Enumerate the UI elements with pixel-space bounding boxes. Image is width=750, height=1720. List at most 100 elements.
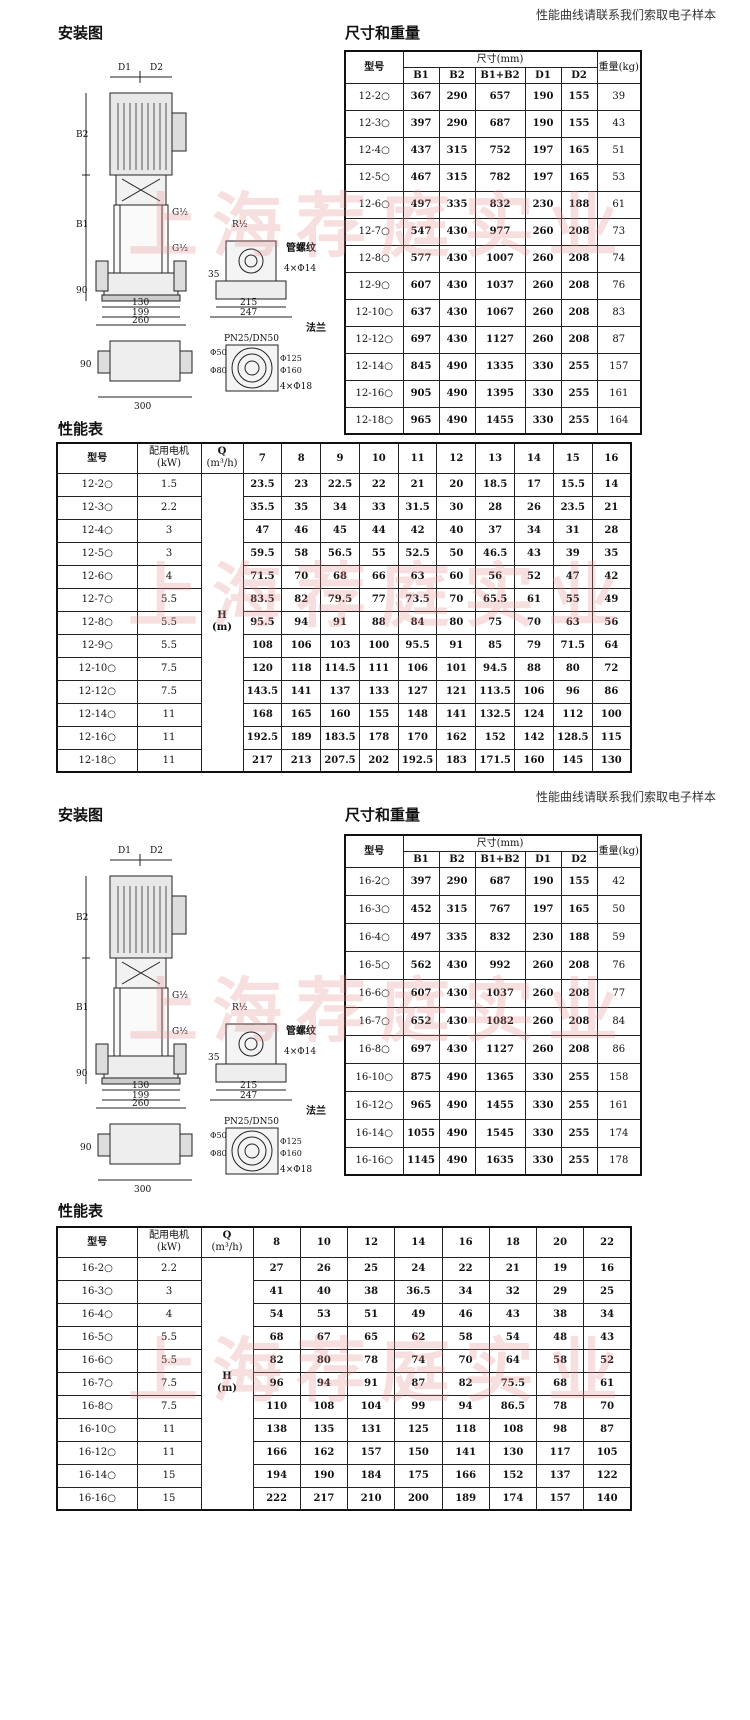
pump-drawing: D1 D2 B2 B1 G½ G½ 90 130 199 260 R½ 管螺纹 … bbox=[76, 846, 326, 1195]
dim-cell: 197 bbox=[524, 894, 562, 924]
head-value-cell: 183.5 bbox=[320, 725, 360, 750]
dim-cell: 230 bbox=[524, 922, 562, 952]
dim-cell: 490 bbox=[438, 379, 476, 408]
dim-cell: 1037 bbox=[474, 271, 526, 300]
dim-cell: 260 bbox=[524, 217, 562, 246]
label-247: 247 bbox=[240, 1091, 257, 1101]
head-value-cell: 217 bbox=[299, 1486, 349, 1511]
model-cell: 12-5○ bbox=[56, 541, 138, 566]
dim-cell: 1127 bbox=[474, 1034, 526, 1064]
dim-cell: 255 bbox=[560, 1090, 598, 1120]
head-value-cell: 26 bbox=[514, 495, 554, 520]
motor-label: 配用电机 bbox=[149, 1230, 189, 1242]
dims-model-header: 型号 bbox=[344, 50, 404, 84]
head-unit-cell: H(m) bbox=[200, 1256, 254, 1511]
head-value-cell: 110 bbox=[252, 1394, 301, 1419]
sample-note: 性能曲线请联系我们索取电子样本 bbox=[535, 8, 716, 22]
model-cell: 12-6○ bbox=[56, 564, 138, 589]
label-pn: PN25/DN50 bbox=[224, 1117, 279, 1127]
head-value-cell: 184 bbox=[346, 1463, 396, 1488]
label-b2: B2 bbox=[76, 913, 88, 923]
head-value-cell: 61 bbox=[583, 1371, 632, 1396]
head-value-cell: 100 bbox=[591, 702, 632, 727]
model-cell: 12-2○ bbox=[56, 472, 138, 497]
head-value-cell: 36.5 bbox=[394, 1279, 443, 1304]
dim-cell: 315 bbox=[438, 894, 476, 924]
head-value-cell: 217 bbox=[242, 748, 283, 773]
head-value-cell: 41 bbox=[252, 1279, 301, 1304]
weight-cell: 77 bbox=[596, 978, 642, 1008]
head-value-cell: 64 bbox=[488, 1348, 538, 1373]
dims-weight-header: 重量(kg) bbox=[596, 50, 642, 84]
head-value-cell: 125 bbox=[394, 1417, 443, 1442]
h-unit: (m) bbox=[211, 622, 233, 634]
flow-header: 20 bbox=[535, 1226, 585, 1258]
dim-cell: 652 bbox=[402, 1006, 440, 1036]
head-value-cell: 38 bbox=[535, 1302, 585, 1327]
head-value-cell: 152 bbox=[488, 1463, 538, 1488]
dim-cell: 188 bbox=[560, 922, 598, 952]
head-value-cell: 42 bbox=[591, 564, 632, 589]
motor-cell: 3 bbox=[136, 518, 202, 543]
dim-cell: 255 bbox=[560, 1118, 598, 1148]
flow-header: 12 bbox=[436, 442, 477, 474]
flow-header: 10 bbox=[299, 1226, 349, 1258]
weight-cell: 84 bbox=[596, 1006, 642, 1036]
head-value-cell: 21 bbox=[488, 1256, 538, 1281]
weight-cell: 53 bbox=[596, 163, 642, 192]
motor-cell: 3 bbox=[136, 1279, 202, 1304]
head-value-cell: 32 bbox=[488, 1279, 538, 1304]
label-flange: 法兰 bbox=[306, 321, 326, 334]
head-value-cell: 68 bbox=[320, 564, 360, 589]
dim-cell: 437 bbox=[402, 136, 440, 165]
label-phi125: Φ125 bbox=[280, 1137, 302, 1146]
label-g2: G½ bbox=[172, 243, 188, 254]
head-value-cell: 40 bbox=[299, 1279, 349, 1304]
dim-cell: 1007 bbox=[474, 244, 526, 273]
dim-cell: 330 bbox=[524, 1062, 562, 1092]
head-value-cell: 91 bbox=[436, 633, 477, 658]
head-value-cell: 132.5 bbox=[475, 702, 516, 727]
label-bolt2: 4×Φ18 bbox=[280, 1165, 312, 1175]
head-value-cell: 127 bbox=[397, 679, 438, 704]
head-value-cell: 103 bbox=[320, 633, 360, 658]
label-flange: 法兰 bbox=[306, 1104, 326, 1117]
head-value-cell: 141 bbox=[281, 679, 322, 704]
head-value-cell: 124 bbox=[514, 702, 554, 727]
model-cell: 16-2○ bbox=[56, 1256, 138, 1281]
flow-header: 8 bbox=[252, 1226, 301, 1258]
head-value-cell: 64 bbox=[591, 633, 632, 658]
model-cell: 16-6○ bbox=[56, 1348, 138, 1373]
flow-header: 13 bbox=[475, 442, 516, 474]
head-value-cell: 54 bbox=[488, 1325, 538, 1350]
head-value-cell: 68 bbox=[252, 1325, 301, 1350]
head-value-cell: 168 bbox=[242, 702, 283, 727]
dim-cell: 315 bbox=[438, 136, 476, 165]
label-199: 199 bbox=[132, 308, 149, 318]
dim-cell: 330 bbox=[524, 1118, 562, 1148]
head-value-cell: 94.5 bbox=[475, 656, 516, 681]
weight-cell: 157 bbox=[596, 352, 642, 381]
model-cell: 16-7○ bbox=[344, 1006, 404, 1036]
head-value-cell: 118 bbox=[441, 1417, 490, 1442]
dim-cell: 430 bbox=[438, 271, 476, 300]
label-g1: G½ bbox=[172, 207, 188, 218]
model-cell: 16-14○ bbox=[344, 1118, 404, 1148]
label-300: 300 bbox=[134, 1185, 151, 1195]
head-value-cell: 80 bbox=[299, 1348, 349, 1373]
dim-cell: 1545 bbox=[474, 1118, 526, 1148]
head-value-cell: 19 bbox=[535, 1256, 585, 1281]
flow-header: 14 bbox=[394, 1226, 443, 1258]
flow-header: 8 bbox=[281, 442, 322, 474]
head-value-cell: 63 bbox=[397, 564, 438, 589]
dims-col-header: B1+B2 bbox=[474, 66, 526, 84]
model-cell: 12-10○ bbox=[344, 298, 404, 327]
